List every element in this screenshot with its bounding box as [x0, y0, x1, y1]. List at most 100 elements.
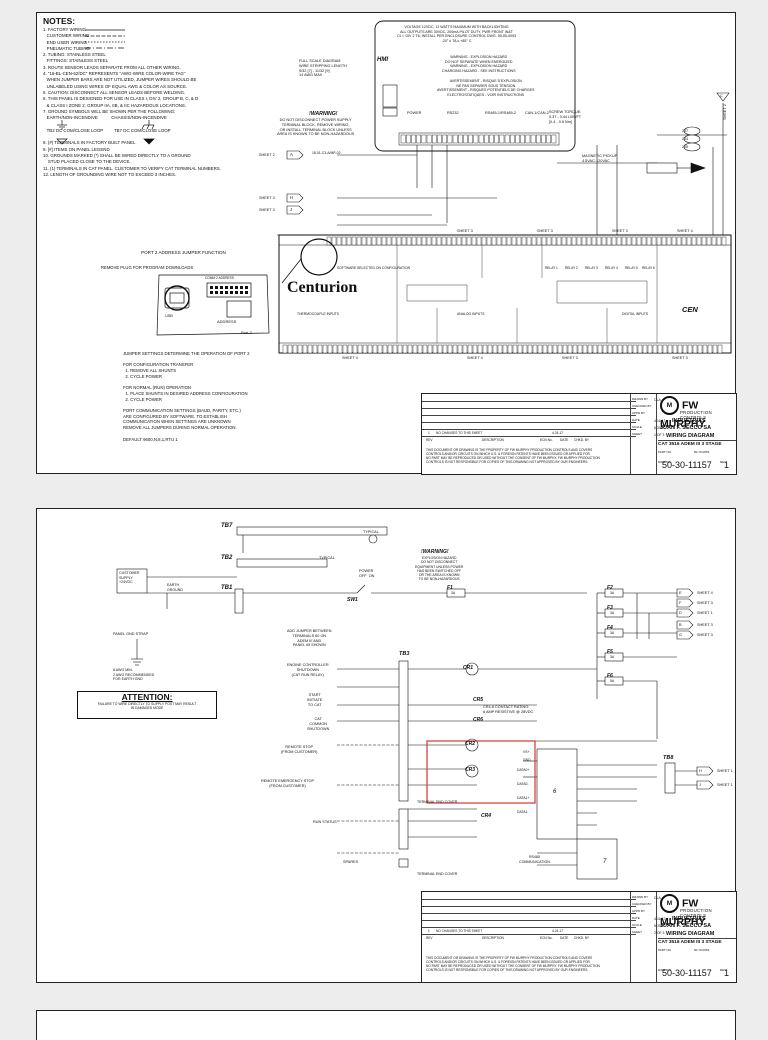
- rev-note: NO CHANGES TO THIS SHEET: [436, 929, 483, 933]
- port2-port: Port 2: [241, 330, 252, 335]
- terminal-pin: [716, 236, 722, 246]
- terminal-pin: [546, 236, 552, 246]
- terminal-pin: [396, 236, 402, 246]
- port2-line: 1. PLACE SHUNTS IN DESIRED ADDRESS CONFI…: [123, 390, 248, 396]
- terminal-pin: [381, 236, 387, 246]
- terminal-pin: [717, 344, 723, 354]
- terminal-pin: [484, 134, 489, 144]
- hmi-outline: [374, 20, 576, 152]
- tb-line: [658, 938, 736, 939]
- fuse-f2-amps: 3A: [610, 591, 615, 595]
- terminal-pin: [601, 236, 607, 246]
- sheet-tag-j-label: SHEET 3: [259, 208, 275, 212]
- drawing-sheet-2: TB7 TYPICAL TB2 TYPICAL TB1 CUSTOMER SUP…: [36, 508, 737, 983]
- terminal-pin: [581, 236, 587, 246]
- right-sheet-5: SHEET 3: [697, 633, 713, 637]
- terminal-pin: [437, 344, 443, 354]
- jumper-note: ADD JUMPER BETWEEN TERMINALS 60 ON ADEM …: [287, 629, 332, 648]
- tb8-label: TB8: [663, 755, 674, 761]
- terminal-pin: [496, 236, 502, 246]
- date-header: DATE: [560, 438, 569, 442]
- chkd-header: CHKD. BY: [574, 936, 590, 940]
- terminal-pin: [452, 344, 458, 354]
- fuse-f4-amps: 3A: [610, 631, 615, 635]
- relay-cr1: CR1: [463, 665, 474, 671]
- terminal-pin: [662, 344, 668, 354]
- input-spares: SPARES: [343, 860, 359, 864]
- port2-comm: COMM 2 ADDRESS: [205, 276, 234, 280]
- attention-text: FAILURE TO WIRE DIRECTLY TO SUPPLY POST …: [97, 702, 197, 711]
- rev-number: 1: [428, 929, 430, 933]
- terminal-pin: [506, 236, 512, 246]
- top-sheet-ref-4: SHEET 4: [677, 229, 693, 233]
- right-sheet-tag: C: [720, 94, 723, 98]
- terminal-pin: [562, 344, 568, 354]
- terminal-pin: [351, 236, 357, 246]
- terminal-pin: [510, 134, 515, 144]
- terminal-pin: [520, 134, 526, 144]
- terminal-pin: [591, 236, 597, 246]
- terminal-pin: [371, 236, 377, 246]
- terminal-pin: [561, 236, 567, 246]
- tb-company: INDUSTRIAS: [672, 916, 706, 922]
- terminal-pin: [362, 344, 368, 354]
- port2-line: ARE CONFIGURED BY SOFTWARE. TO ESTABLISH: [123, 413, 227, 419]
- brand-sub: PRODUCTION CONTROLS: [680, 908, 712, 918]
- terminal-pin: [651, 236, 657, 246]
- terminal-pin: [356, 236, 362, 246]
- tb-project: CAT 3516 ADEM III 3 STAGE: [658, 442, 722, 447]
- terminal-pin: [376, 236, 382, 246]
- tb-field-label: DRAWN BY: [632, 895, 649, 899]
- hmi-warning: WARNING - EXPLOSION HAZARD DO NOT SEPARA…: [442, 55, 516, 73]
- gnd-awg: 8 AWG MIN. 2 AWG RECOMMENDED FOR EARTH G…: [113, 668, 155, 681]
- bottom-sheet-ref-4: SHEET 3: [672, 356, 688, 360]
- terminal-pin: [657, 344, 663, 354]
- terminal-pin: [501, 236, 507, 246]
- relay-label-1: RELAY 1: [545, 266, 558, 270]
- terminal-pin: [427, 344, 433, 354]
- fuse-f6: F6: [607, 673, 613, 679]
- terminal-pin: [656, 236, 662, 246]
- terminal-pin: [541, 236, 547, 246]
- terminal-pin: [551, 236, 557, 246]
- terminal-pin: [468, 134, 474, 144]
- terminal-pin: [456, 236, 462, 246]
- terminal-pin: [411, 134, 416, 144]
- terminal-pin: [426, 236, 432, 246]
- right-sheet-2: SHEET 3: [697, 601, 713, 605]
- note-line: & CLASS I ZONE 2, GROUP IIA, IIB, & IIC …: [43, 102, 187, 108]
- terminal-pin: [463, 134, 468, 144]
- terminal-pin: [517, 344, 523, 354]
- port2-line: FOR CONFIGURATION TRANSFER: [123, 362, 194, 368]
- terminal-pin: [411, 236, 417, 246]
- terminal-pin: [372, 344, 378, 354]
- terminal-pin: [347, 344, 353, 354]
- sw1-label: SW1: [347, 597, 358, 603]
- terminal-pin: [516, 236, 522, 246]
- right-sheet-3: SHEET 1: [697, 611, 713, 615]
- port2-line: 2. CYCLE POWER: [123, 373, 162, 379]
- relay-label-5: RELAY 5: [625, 266, 638, 270]
- terminal-pin: [556, 236, 562, 246]
- terminal-pin: [406, 236, 412, 246]
- terminal-pin: [530, 134, 536, 144]
- tb-rev-label: REV: [720, 968, 727, 972]
- attention-title: ATTENTION:: [121, 692, 173, 702]
- terminal-pin: [397, 344, 403, 354]
- rev-grid-line: [422, 927, 636, 928]
- tb-field-label: SHEET: [632, 432, 643, 436]
- terminal-pin: [631, 236, 637, 246]
- terminal-pin: [472, 344, 478, 354]
- terminal-pin: [416, 134, 422, 144]
- tb-partno-label: PART NO.: [658, 948, 672, 952]
- right-tag-g: G: [679, 633, 682, 637]
- terminal-pin: [416, 236, 422, 246]
- terminal-pin: [572, 344, 578, 354]
- note-line: 9. [#] ITEMS ON PANEL LEGEND: [43, 146, 110, 152]
- terminal-pin: [616, 236, 622, 246]
- terminal-pin: [377, 344, 383, 354]
- rev-grid-line: [422, 422, 636, 423]
- note-line: 3. ROUTE SENSOR LEADS SEPARATE FROM ALL …: [43, 64, 181, 70]
- tb8-sheet-h: SHEET 1: [717, 769, 733, 773]
